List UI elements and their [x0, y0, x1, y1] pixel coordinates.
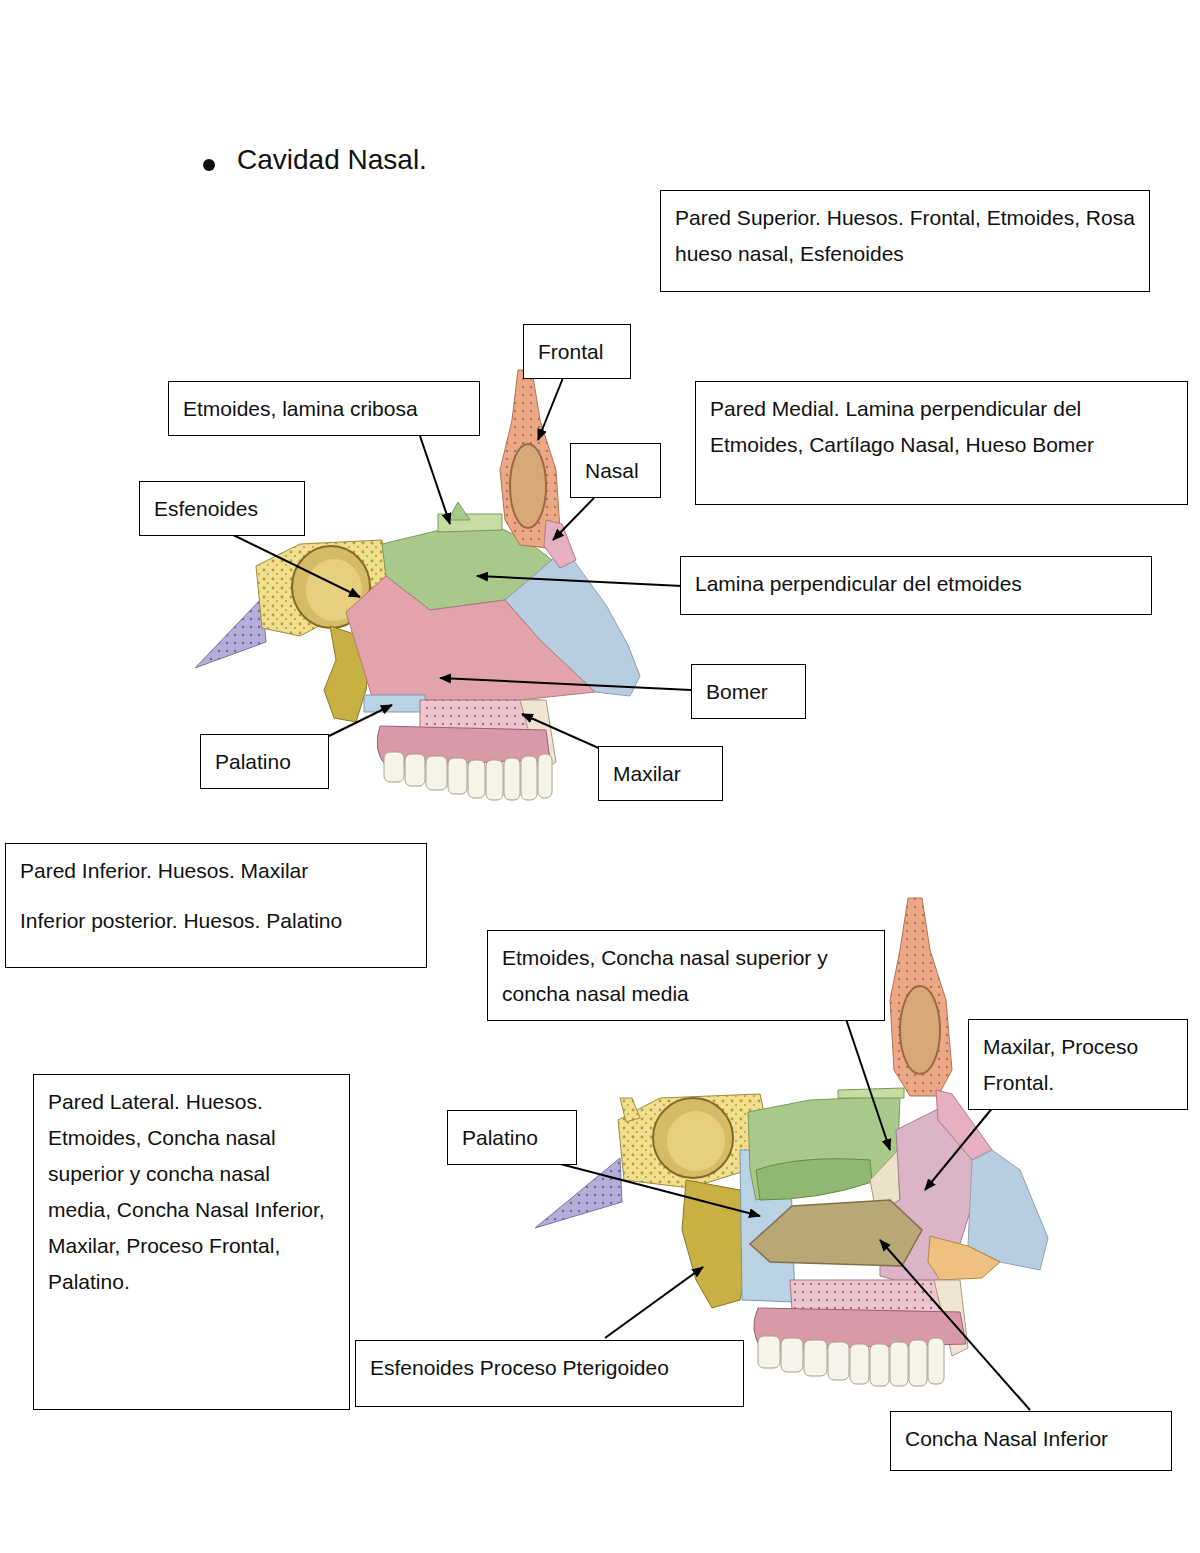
- label-box: Concha Nasal Inferior: [890, 1411, 1172, 1471]
- nasal-bone: [544, 520, 576, 568]
- tooth: [928, 1338, 944, 1384]
- leader-line: [880, 1240, 1030, 1410]
- label-text: Frontal: [538, 334, 616, 370]
- leader-line: [545, 1160, 760, 1216]
- leader-line: [477, 576, 682, 586]
- tooth: [468, 760, 485, 798]
- label-text: Pared Inferior. Huesos. Maxilar: [20, 853, 412, 889]
- label-box: Etmoides, lamina cribosa: [168, 381, 480, 436]
- leader-line: [553, 498, 594, 540]
- leader-line: [846, 1019, 890, 1150]
- label-text: Pared Lateral. Huesos. Etmoides, Concha …: [48, 1084, 335, 1300]
- label-text: Nasal: [585, 453, 646, 489]
- tooth: [521, 756, 537, 800]
- tooth: [781, 1338, 803, 1372]
- middle-concha: [756, 1159, 872, 1200]
- leader-line: [329, 705, 392, 736]
- frontal-sinus: [510, 444, 546, 528]
- alar-cartilage: [928, 1236, 1000, 1280]
- basiocciput: [195, 598, 266, 668]
- leader-line: [420, 436, 450, 524]
- leader-line: [605, 1267, 703, 1338]
- tooth: [504, 758, 520, 800]
- sphenoid-sinus: [653, 1098, 733, 1178]
- label-box: Maxilar: [598, 746, 723, 801]
- tooth: [909, 1340, 927, 1386]
- label-text: Concha Nasal Inferior: [905, 1421, 1157, 1457]
- label-box: Frontal: [523, 324, 631, 379]
- label-box: Pared Lateral. Huesos. Etmoides, Concha …: [33, 1074, 350, 1410]
- tooth: [758, 1336, 780, 1368]
- crista-galli: [448, 502, 470, 520]
- tooth: [870, 1344, 889, 1386]
- label-box: Nasal: [570, 443, 661, 498]
- frontal-sinus: [900, 986, 940, 1074]
- label-box: Pared Inferior. Huesos. MaxilarInferior …: [5, 843, 427, 968]
- tooth: [426, 756, 447, 790]
- leader-line: [440, 678, 691, 690]
- vomer: [346, 576, 595, 700]
- tooth: [384, 752, 404, 782]
- bullet: [203, 159, 215, 171]
- label-text: Esfenoides Proceso Pterigoideo: [370, 1350, 729, 1386]
- label-box: Pared Medial. Lamina perpendicular del E…: [695, 381, 1188, 505]
- label-box: Maxilar, Proceso Frontal.: [968, 1019, 1188, 1110]
- tooth: [486, 760, 503, 800]
- leader-line: [225, 531, 360, 597]
- label-text: Pared Superior. Huesos. Frontal, Etmoide…: [675, 200, 1135, 272]
- label-box: Lamina perpendicular del etmoides: [680, 556, 1152, 615]
- tooth: [448, 758, 467, 794]
- label-box: Etmoides, Concha nasal superior y concha…: [487, 930, 885, 1021]
- page-title: Cavidad Nasal.: [237, 144, 427, 176]
- clinoid: [620, 1098, 640, 1122]
- label-box: Pared Superior. Huesos. Frontal, Etmoide…: [660, 190, 1150, 292]
- tooth: [405, 754, 425, 786]
- sphenoid-sinus-inner: [667, 1111, 725, 1171]
- label-text: Inferior posterior. Huesos. Palatino: [20, 903, 412, 939]
- tooth: [828, 1342, 849, 1380]
- tooth: [850, 1344, 869, 1384]
- leader-line: [925, 1106, 994, 1190]
- tooth: [804, 1340, 827, 1376]
- label-text: Lamina perpendicular del etmoides: [695, 566, 1137, 602]
- label-text: Palatino: [215, 744, 314, 780]
- label-box: Bomer: [691, 664, 806, 719]
- label-text: Etmoides, lamina cribosa: [183, 391, 465, 427]
- inferior-concha: [750, 1200, 922, 1266]
- palatine-bone: [364, 695, 425, 712]
- frontal-bone: [890, 898, 952, 1096]
- label-box: Palatino: [200, 734, 329, 789]
- label-text: Esfenoides: [154, 491, 290, 527]
- leader-line: [522, 714, 603, 750]
- label-text: Maxilar: [613, 756, 708, 792]
- label-text: Maxilar, Proceso Frontal.: [983, 1029, 1173, 1101]
- tooth: [890, 1342, 908, 1386]
- label-box: Esfenoides Proceso Pterigoideo: [355, 1340, 744, 1407]
- label-text: Bomer: [706, 674, 791, 710]
- label-text: Palatino: [462, 1120, 562, 1156]
- label-box: Palatino: [447, 1110, 577, 1165]
- tooth: [538, 754, 552, 798]
- label-text: Pared Medial. Lamina perpendicular del E…: [710, 391, 1173, 463]
- label-text: Etmoides, Concha nasal superior y concha…: [502, 940, 870, 1012]
- label-box: Esfenoides: [139, 481, 305, 536]
